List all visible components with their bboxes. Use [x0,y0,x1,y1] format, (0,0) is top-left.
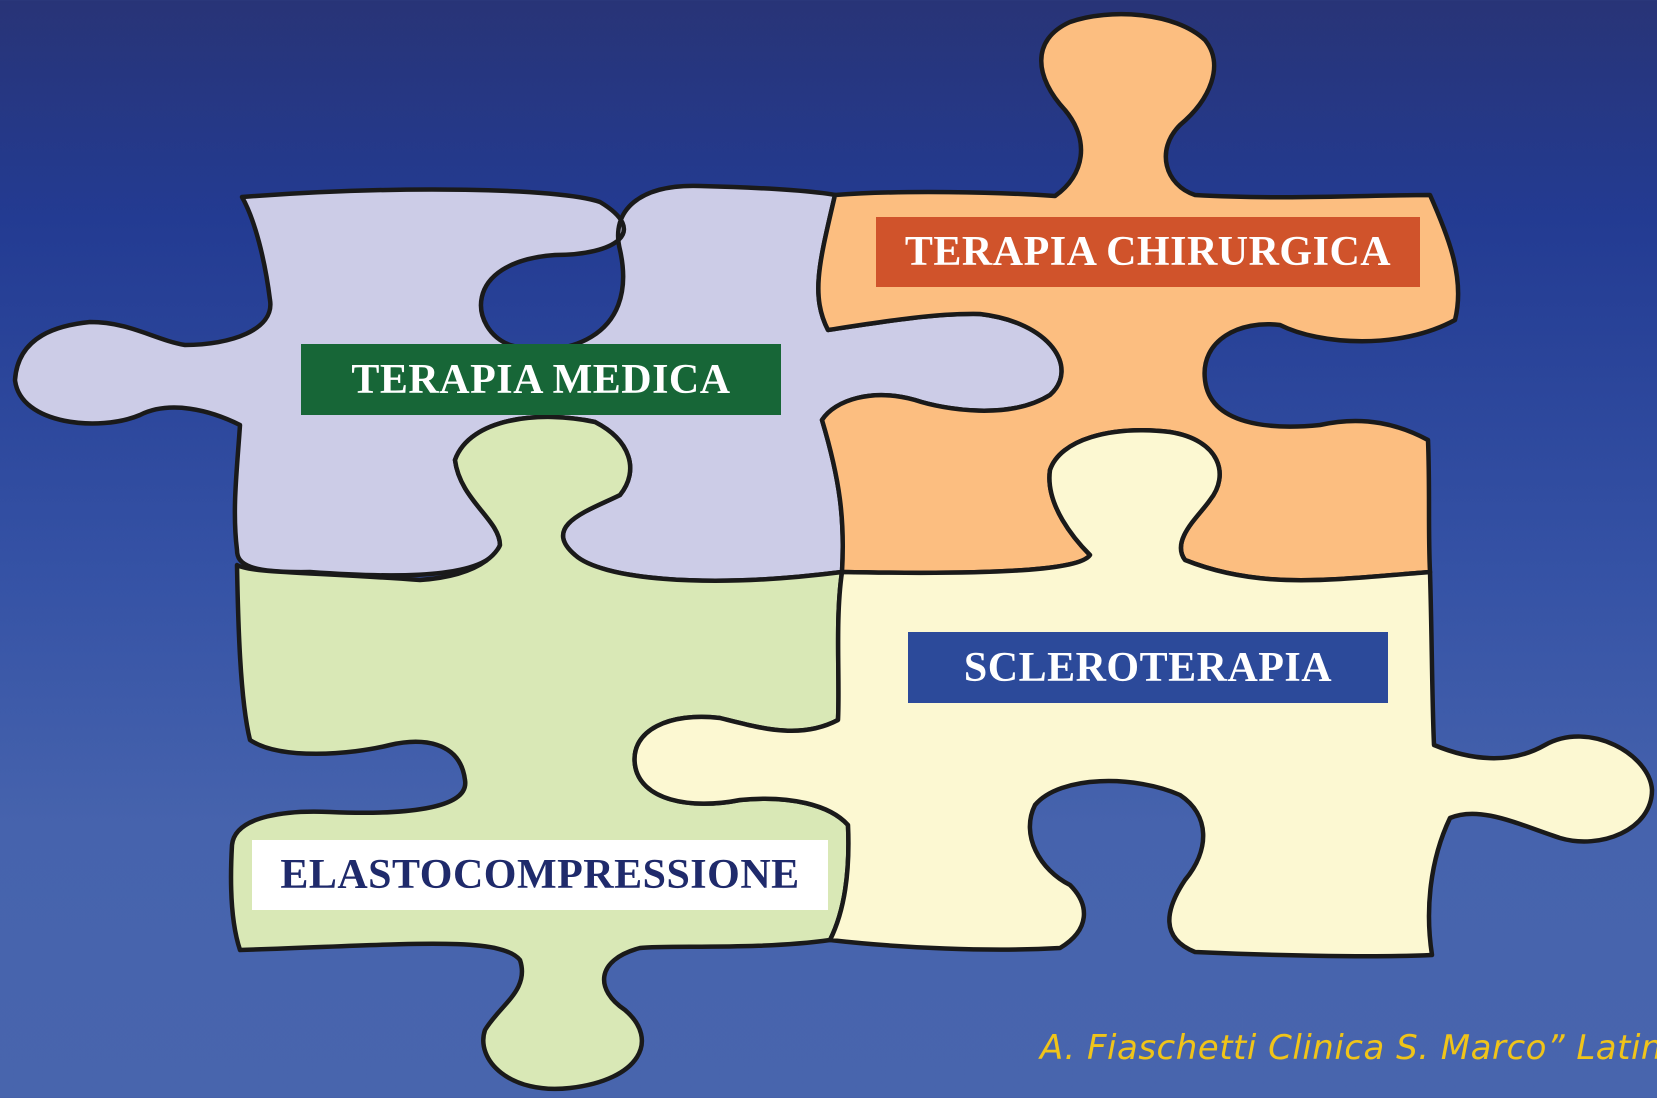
label-terapia-chirurgica: TERAPIA CHIRURGICA [876,217,1420,287]
label-terapia-medica-text: TERAPIA MEDICA [351,356,730,404]
footer-credit: A. Fiaschetti Clinica S. Marco” Latina [1040,1028,1657,1068]
label-elastocompressione-text: ELASTOCOMPRESSIONE [280,851,799,899]
label-scleroterapia: SCLEROTERAPIA [908,632,1388,703]
label-elastocompressione: ELASTOCOMPRESSIONE [252,840,828,910]
label-scleroterapia-text: SCLEROTERAPIA [964,644,1332,692]
label-terapia-chirurgica-text: TERAPIA CHIRURGICA [905,228,1391,276]
label-terapia-medica: TERAPIA MEDICA [301,344,781,415]
